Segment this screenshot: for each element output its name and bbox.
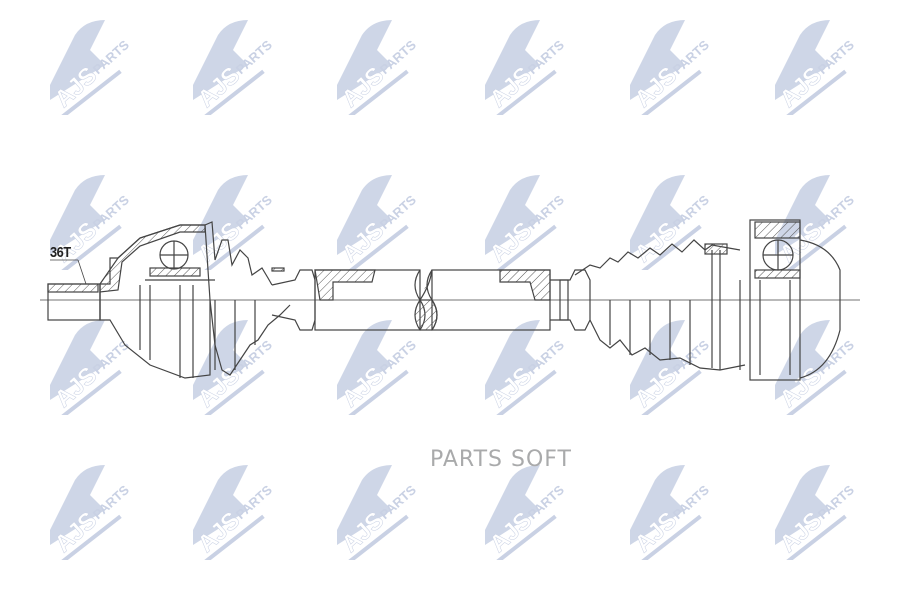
ajs-parts-logo-watermark: AJS PARTS bbox=[317, 5, 427, 115]
ajs-parts-logo-watermark: AJS PARTS bbox=[465, 160, 575, 270]
ajs-parts-logo-watermark: AJS PARTS bbox=[173, 305, 283, 415]
ajs-parts-logo-watermark: AJS PARTS bbox=[610, 305, 720, 415]
right-cv-joint bbox=[739, 219, 841, 381]
spline-count-label: 36T bbox=[50, 244, 71, 261]
ajs-parts-logo-watermark: AJS PARTS bbox=[317, 450, 427, 560]
ajs-parts-logo-watermark: AJS PARTS bbox=[465, 5, 575, 115]
ajs-parts-logo-watermark: AJS PARTS bbox=[30, 305, 140, 415]
ajs-parts-logo-watermark: AJS PARTS bbox=[755, 305, 865, 415]
ajs-parts-logo-watermark: AJS PARTS bbox=[173, 5, 283, 115]
ajs-parts-logo-watermark: AJS PARTS bbox=[30, 450, 140, 560]
parts-soft-watermark: PARTS SOFT bbox=[430, 447, 572, 472]
ajs-parts-logo-watermark: AJS PARTS bbox=[465, 305, 575, 415]
ajs-parts-logo-watermark: AJS PARTS bbox=[30, 160, 140, 270]
ajs-parts-logo-watermark: AJS PARTS bbox=[30, 5, 140, 115]
ajs-parts-logo-watermark: AJS PARTS bbox=[465, 450, 575, 560]
ajs-parts-logo-watermark: AJS PARTS bbox=[317, 160, 427, 270]
left-boot bbox=[204, 221, 291, 376]
ajs-parts-logo-watermark: AJS PARTS bbox=[755, 450, 865, 560]
shaft-section-right bbox=[431, 269, 591, 331]
left-stub-shaft bbox=[47, 259, 101, 321]
ajs-parts-logo-watermark: AJS PARTS bbox=[317, 305, 427, 415]
ajs-parts-logo-watermark: AJS PARTS bbox=[610, 160, 720, 270]
ajs-parts-logo-watermark: AJS PARTS bbox=[173, 450, 283, 560]
ajs-parts-logo-watermark: AJS PARTS bbox=[610, 450, 720, 560]
right-boot bbox=[574, 239, 746, 371]
ajs-parts-logo-watermark: AJS PARTS bbox=[610, 5, 720, 115]
ajs-parts-logo-watermark: AJS PARTS bbox=[755, 5, 865, 115]
left-cv-joint bbox=[99, 224, 215, 379]
